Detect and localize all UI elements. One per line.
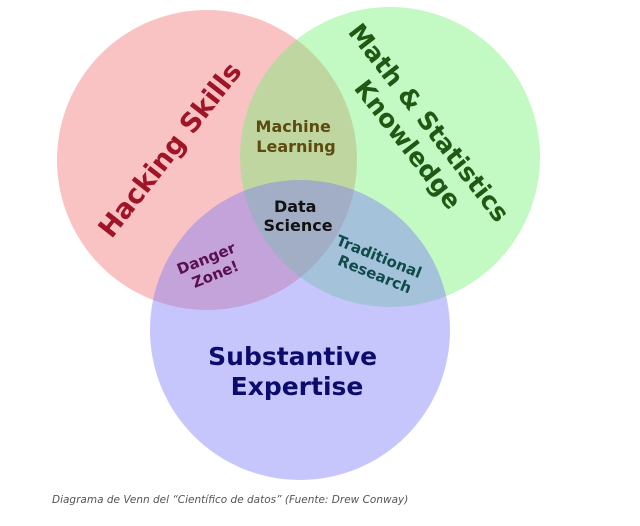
machine-learning-label: Machine Learning: [256, 117, 337, 156]
data-science-label: Data Science: [263, 197, 332, 235]
math-statistics-circle: [240, 7, 540, 307]
substantive-expertise-label: Substantive Expertise: [208, 342, 386, 401]
substantive-expertise-circle: [150, 180, 450, 480]
figure-caption: Diagrama de Venn del “Científico de dato…: [52, 494, 409, 506]
venn-diagram: Hacking Skills Math & Statistics Knowled…: [57, 7, 540, 480]
hacking-skills-circle: [57, 10, 357, 310]
